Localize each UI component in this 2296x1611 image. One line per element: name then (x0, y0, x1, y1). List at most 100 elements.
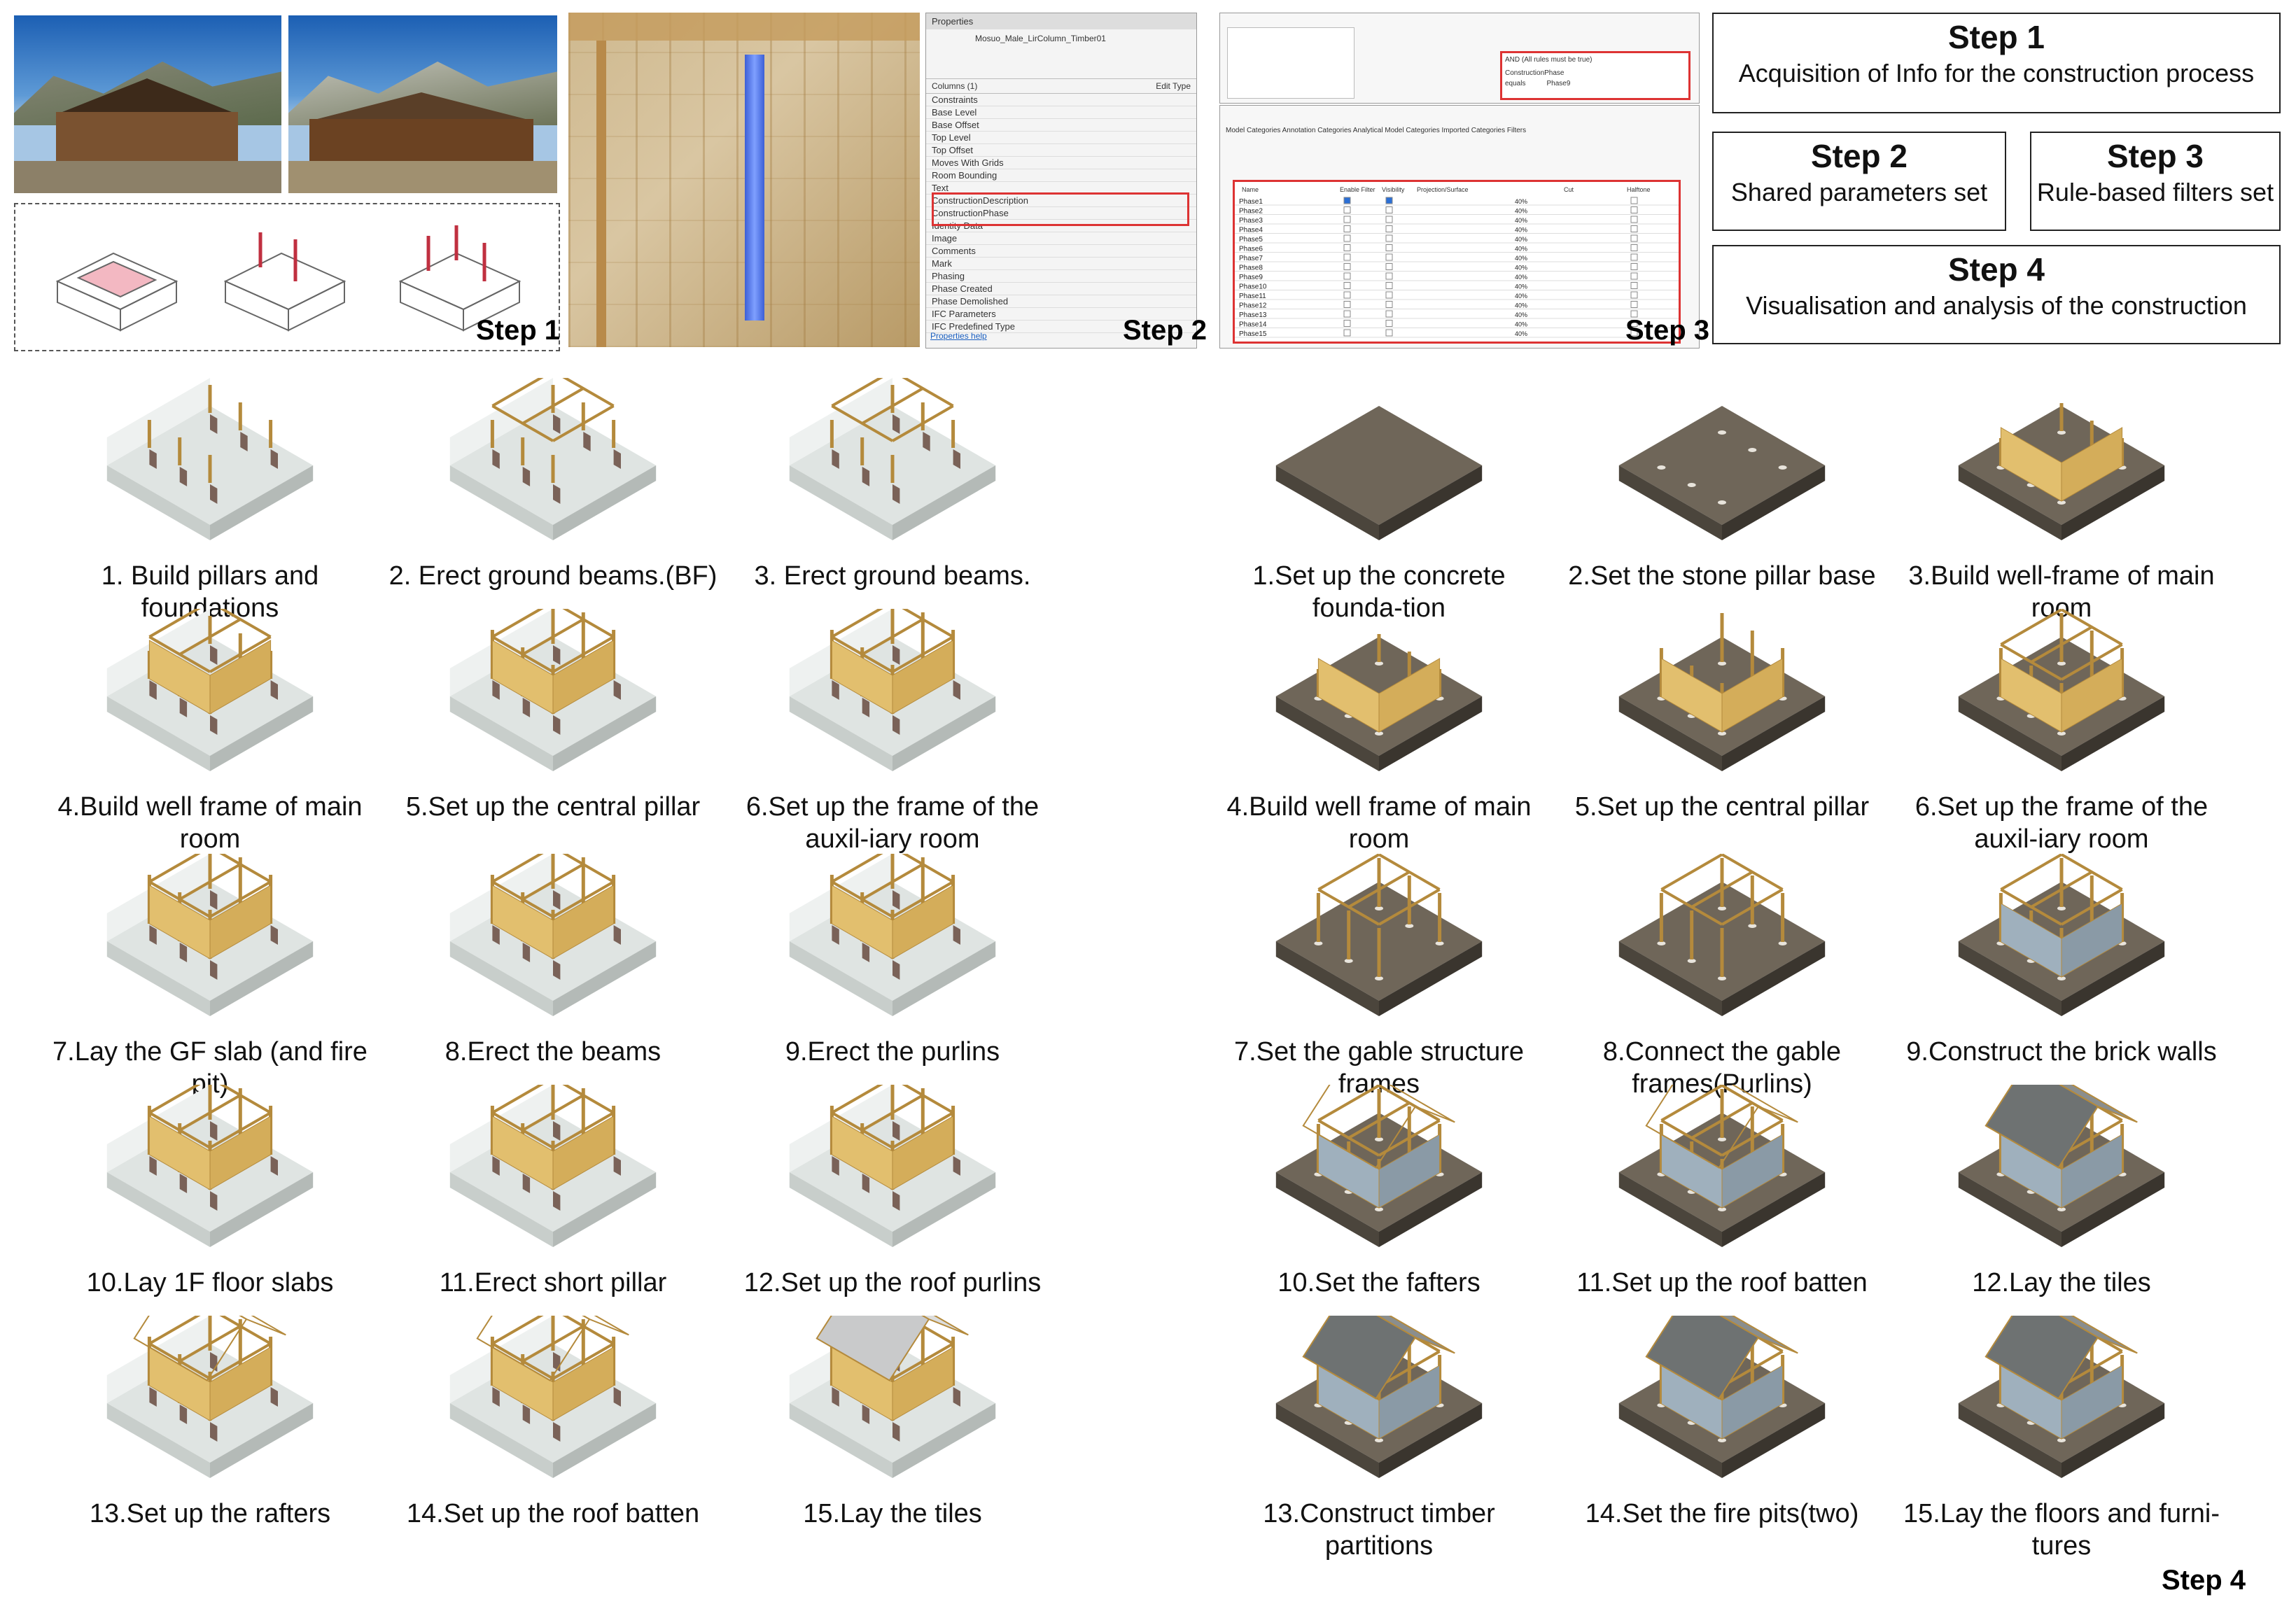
filter-checkbox[interactable] (1343, 225, 1351, 232)
filter-checkbox[interactable] (1385, 216, 1393, 223)
stone-block (553, 960, 561, 980)
wall-side (892, 885, 954, 959)
halftone-checkbox[interactable] (1630, 329, 1638, 337)
left-step-1: 1. Build pillars and foundations (42, 378, 378, 624)
stone-pillar-base (1435, 941, 1444, 945)
ground-slab-side (1722, 1172, 1826, 1247)
filter-checkbox[interactable] (1343, 263, 1351, 270)
stone-block (522, 1174, 531, 1193)
left-step-6: 6.Set up the frame of the auxil-iary roo… (724, 609, 1060, 855)
ground-slab-side (449, 696, 553, 771)
stone-block (892, 1121, 900, 1141)
terrace-wall (789, 378, 892, 465)
halftone-checkbox[interactable] (1630, 291, 1638, 299)
stone-block (892, 890, 900, 910)
right-model-10 (1275, 1085, 1483, 1247)
halftone-checkbox[interactable] (1630, 234, 1638, 242)
filter-checkbox[interactable] (1385, 291, 1393, 299)
stone-block (522, 467, 531, 486)
filter-checkbox[interactable] (1385, 225, 1393, 232)
stone-block (179, 1405, 188, 1424)
filter-checkbox[interactable] (1343, 216, 1351, 223)
terrace-wall (106, 378, 210, 465)
halftone-checkbox[interactable] (1630, 310, 1638, 318)
halftone-checkbox[interactable] (1630, 253, 1638, 261)
timber-beam (1378, 1350, 1441, 1388)
filter-checkbox[interactable] (1343, 291, 1351, 299)
right-step-5: 5.Set up the central pillar (1554, 609, 1890, 823)
filter-checkbox[interactable] (1343, 234, 1351, 242)
left-step-3: 3. Erect ground beams. (724, 378, 1060, 592)
filter-checkbox[interactable] (1385, 253, 1393, 261)
halftone-checkbox[interactable] (1630, 225, 1638, 232)
left-step-caption: 8.Erect the beams (444, 1037, 662, 1067)
filter-checkbox[interactable] (1385, 310, 1393, 318)
filter-checkbox[interactable] (1343, 301, 1351, 308)
stone-block (953, 680, 960, 700)
filter-checkbox[interactable] (1343, 272, 1351, 280)
step2-desc: Shared parameters set (1730, 177, 1988, 206)
filter-table-phase: Phase8 (1239, 265, 1263, 272)
left-model-5 (449, 609, 657, 771)
right-step-13: 13.Construct timber partitions (1211, 1316, 1547, 1562)
halftone-checkbox[interactable] (1630, 282, 1638, 289)
filter-checkbox[interactable] (1385, 206, 1393, 213)
filter-checkbox[interactable] (1385, 234, 1393, 242)
stone-pillar-base (1718, 430, 1726, 435)
timber-beam (861, 863, 924, 901)
ground-slab-side (1618, 1172, 1722, 1247)
filter-checkbox[interactable] (1343, 320, 1351, 327)
halftone-checkbox[interactable] (1630, 206, 1638, 213)
edit-type-button[interactable]: Edit Type (1156, 81, 1191, 91)
left-model-13 (106, 1316, 314, 1478)
stone-block (613, 449, 621, 469)
halftone-checkbox[interactable] (1630, 301, 1638, 308)
filter-table-phase: Phase12 (1239, 302, 1267, 310)
right-step-11: 11.Set up the roof batten (1554, 1085, 1890, 1299)
filter-checkbox[interactable] (1385, 320, 1393, 327)
roof-plane (1376, 1316, 1455, 1354)
filter-checkbox[interactable] (1385, 197, 1393, 204)
filter-table-phase: Phase11 (1239, 293, 1266, 300)
stone-block (270, 1387, 278, 1407)
left-step-caption: 12.Set up the roof purlins (743, 1268, 1042, 1297)
roof-plane (921, 1316, 969, 1336)
properties-help-link[interactable]: Properties help (930, 331, 987, 341)
step3-desc: Rule-based filters set (2036, 177, 2274, 206)
filter-checkbox[interactable] (1385, 272, 1393, 280)
filter-checkbox[interactable] (1385, 329, 1393, 337)
timber-beam (2060, 643, 2123, 681)
filter-checkbox[interactable] (1343, 197, 1351, 204)
filter-checkbox[interactable] (1343, 310, 1351, 318)
filter-checkbox[interactable] (1343, 329, 1351, 337)
ground-slab-side (1958, 1172, 2062, 1247)
halftone-checkbox[interactable] (1630, 263, 1638, 270)
halftone-checkbox[interactable] (1630, 244, 1638, 251)
halftone-checkbox[interactable] (1630, 320, 1638, 327)
properties-row: IFC Predefined Type (926, 321, 1196, 333)
filter-checkbox[interactable] (1385, 244, 1393, 251)
filter-checkbox[interactable] (1385, 301, 1393, 308)
ground-slab-side (2062, 465, 2165, 540)
timber-beam (831, 854, 883, 883)
halftone-checkbox[interactable] (1630, 216, 1638, 223)
stone-block (149, 680, 157, 700)
filter-checkbox[interactable] (1343, 244, 1351, 251)
filter-checkbox[interactable] (1343, 282, 1351, 289)
right-step-1: 1.Set up the concrete founda-tion (1211, 378, 1547, 624)
left-step-4: 4.Build well frame of main room (42, 609, 378, 855)
right-step-8: 8.Connect the gable frames(Purlins) (1554, 854, 1890, 1100)
stone-pillar-base (1718, 1207, 1726, 1211)
filter-checkbox[interactable] (1343, 206, 1351, 213)
halftone-checkbox[interactable] (1630, 197, 1638, 204)
filter-checkbox[interactable] (1385, 263, 1393, 270)
right-step-12: 12.Lay the tiles (1893, 1085, 2230, 1299)
filter-checkbox[interactable] (1385, 282, 1393, 289)
timber-beam (148, 854, 201, 883)
filter-checkbox[interactable] (1343, 253, 1351, 261)
ground-slab-side (1722, 1403, 1826, 1478)
roof-plane (476, 1316, 591, 1381)
halftone-checkbox[interactable] (1630, 272, 1638, 280)
timber-beam (491, 1316, 544, 1345)
right-model-1 (1275, 406, 1483, 540)
